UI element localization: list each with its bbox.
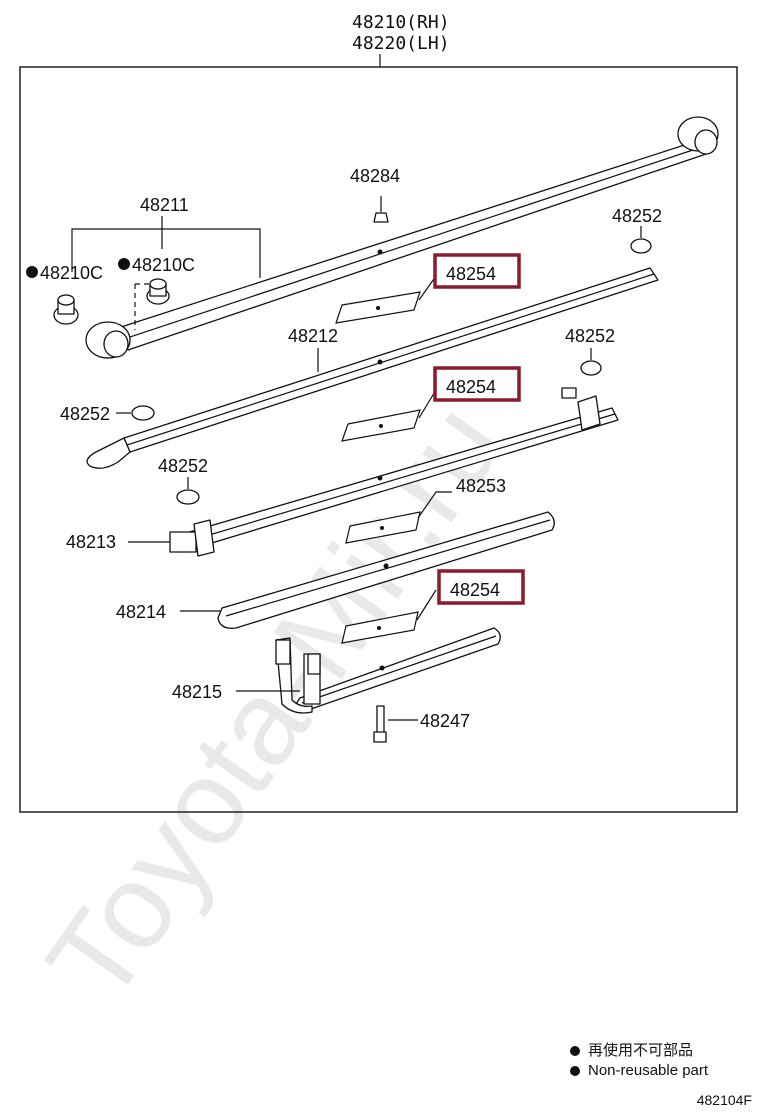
bracket-48211 bbox=[71, 228, 261, 278]
pad-48252-a[interactable] bbox=[630, 238, 652, 254]
label-48252-d: 48252 bbox=[158, 456, 208, 476]
label-48252-a: 48252 bbox=[612, 206, 662, 226]
label-48252-c: 48252 bbox=[60, 404, 110, 424]
highlight-48254-a bbox=[433, 253, 521, 289]
label-48247: 48247 bbox=[420, 711, 470, 731]
highlight-48254-b bbox=[433, 366, 521, 402]
label-48211: 48211 bbox=[140, 195, 189, 215]
highlight-48254-c bbox=[437, 569, 525, 605]
label-48210c-b: 48210C bbox=[132, 255, 195, 275]
label-48213: 48213 bbox=[66, 532, 116, 552]
legend-en: Non-reusable part bbox=[570, 1061, 708, 1081]
label-48253: 48253 bbox=[456, 476, 506, 496]
diagram-frame bbox=[19, 66, 738, 813]
bushing-48210c-left[interactable] bbox=[53, 294, 79, 325]
non-reusable-mark-2 bbox=[118, 258, 130, 270]
leaf-48214[interactable] bbox=[217, 511, 555, 629]
label-48284: 48284 bbox=[350, 166, 400, 186]
header-lh: 48220(LH) bbox=[352, 33, 450, 54]
bushing-48210c-right[interactable] bbox=[146, 278, 170, 305]
leaf-48212[interactable] bbox=[86, 267, 659, 469]
legend-cn: 再使用不可部品 bbox=[570, 1041, 693, 1061]
bullet-icon bbox=[570, 1046, 580, 1057]
legend-en-text: Non-reusable part bbox=[588, 1062, 709, 1079]
pad-48252-c[interactable] bbox=[131, 405, 155, 421]
pad-48252-b[interactable] bbox=[580, 360, 602, 376]
non-reusable-mark-1 bbox=[26, 266, 38, 278]
label-48254-b: 48254 bbox=[446, 377, 496, 397]
legend-cn-text: 再使用不可部品 bbox=[588, 1042, 694, 1059]
nut-48284[interactable] bbox=[373, 196, 389, 223]
header-rh: 48210(RH) bbox=[352, 12, 450, 33]
label-48214: 48214 bbox=[116, 602, 166, 622]
diagram-code: 482104F bbox=[696, 1092, 752, 1108]
pad-48252-d[interactable] bbox=[176, 489, 200, 505]
leaf-48215[interactable] bbox=[275, 627, 501, 714]
label-48210c-a: 48210C bbox=[40, 263, 103, 283]
label-48252-b: 48252 bbox=[565, 326, 615, 346]
label-48215: 48215 bbox=[172, 682, 222, 702]
label-48254-a: 48254 bbox=[446, 264, 496, 284]
watermark: Toyota-Mir.ru bbox=[22, 380, 530, 1025]
bullet-icon bbox=[570, 1066, 580, 1077]
leaf-48213[interactable] bbox=[169, 387, 619, 557]
bolt-48247[interactable] bbox=[373, 705, 387, 743]
label-48254-c: 48254 bbox=[450, 580, 500, 600]
label-48212: 48212 bbox=[288, 326, 338, 346]
leaf-48211[interactable] bbox=[85, 116, 719, 359]
